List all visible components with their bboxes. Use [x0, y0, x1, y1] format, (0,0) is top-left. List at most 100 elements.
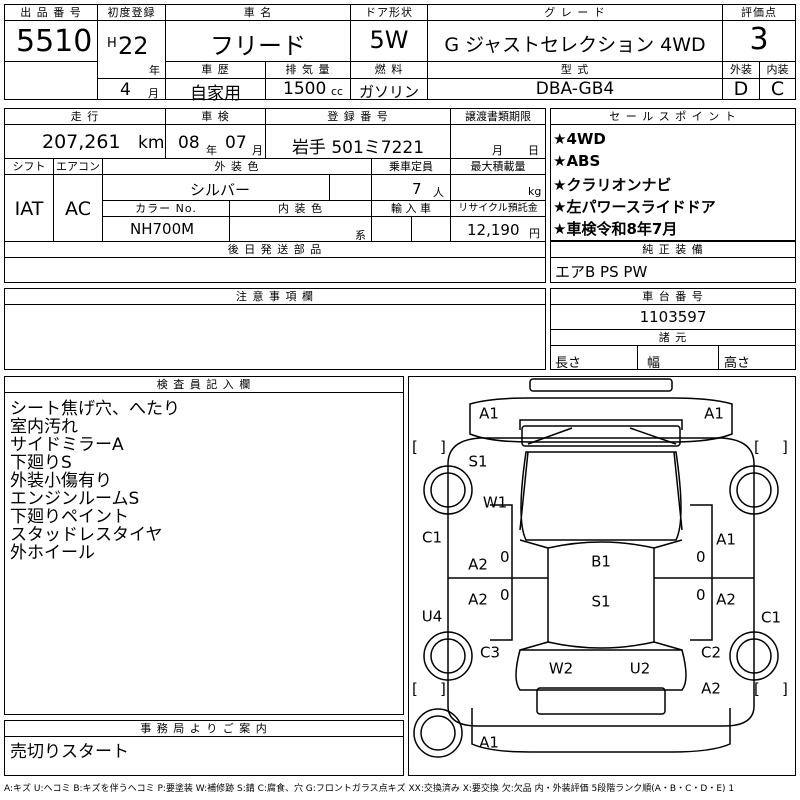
diagram-frame [408, 376, 796, 776]
inspector-line: 下廻りペイント [10, 507, 129, 527]
sales-point-item: ★クラリオンナビ [553, 176, 672, 194]
plate-label: 登 録 番 号 [265, 108, 451, 125]
sales-point-item: ★車検令和8年7月 [553, 220, 678, 238]
transfer-day-unit: 日 [528, 144, 539, 157]
width-label: 幅 [647, 356, 661, 371]
inspector-line: 外ホイール [10, 543, 95, 563]
capacity: 7 [412, 180, 422, 198]
lot-number: 5510 [16, 24, 93, 59]
reg-year-unit: 年 [149, 64, 160, 77]
inspection-label: 車 検 [165, 108, 266, 125]
inspector-line: 下廻りS [10, 453, 72, 473]
load-unit: kg [528, 185, 542, 198]
dims-height-box [718, 345, 796, 370]
plate: 岩手 501ミ7221 [291, 138, 425, 158]
import-divider [411, 216, 451, 242]
recycle-unit: 円 [529, 227, 540, 240]
inspector-line: 外装小傷有り [10, 471, 112, 491]
transfer-label: 譲渡書類期限 [450, 108, 546, 125]
first-reg-label: 初度登録 [97, 4, 166, 21]
lot-number-sub [4, 61, 98, 100]
reg-month: 4 [120, 80, 131, 100]
interior-grade-box [759, 78, 796, 100]
interior-color-box [229, 216, 372, 242]
exterior-grade-label: 外装 [722, 61, 760, 79]
notes-label: 注 意 事 項 欄 [4, 288, 546, 305]
car-name-label: 車 名 [165, 4, 351, 21]
load-label: 最大積載量 [450, 158, 546, 175]
notes-box [4, 304, 546, 370]
sales-point-item: ★4WD [553, 130, 606, 148]
recycle-fee: 12,190 [467, 221, 520, 239]
inspection-year: 08 [178, 133, 200, 153]
grade-label: グ レ ー ド [427, 4, 723, 21]
inspection-month-unit: 月 [252, 144, 263, 157]
inspector-line: 室内汚れ [10, 417, 78, 437]
chassis-value: 1103597 [639, 308, 707, 326]
model-code-label: 型 式 [427, 61, 723, 79]
color-code: NH700M [130, 220, 195, 238]
mileage-box [4, 124, 166, 159]
model-code: DBA-GB4 [535, 79, 615, 99]
exterior-grade: D [733, 78, 749, 100]
chassis-box [550, 304, 796, 330]
inspector-box [4, 392, 404, 715]
grade: G ジャストセレクション 4WD [444, 34, 706, 56]
mileage-unit: km [138, 133, 165, 153]
reg-year: 22 [118, 32, 149, 60]
capacity-unit: 人 [433, 186, 444, 199]
recycle-label: リサイクル預託金 [450, 200, 546, 217]
score-label: 評価点 [722, 4, 796, 21]
parts-label: 後 日 発 送 部 品 [4, 241, 546, 258]
exterior-color: シルバー [190, 181, 251, 199]
dims-label: 諸 元 [550, 329, 796, 346]
color-code-label: カラー No. [102, 200, 230, 217]
door-type: 5W [369, 26, 409, 54]
score: 3 [749, 22, 769, 57]
interior-color-unit: 系 [355, 229, 366, 242]
fuel: ガソリン [358, 83, 419, 101]
fuel-label: 燃 料 [350, 61, 428, 79]
history-label: 車 歴 [165, 61, 266, 79]
history: 自家用 [190, 84, 241, 104]
dims-width-box [637, 345, 719, 370]
sales-point-item: ★ABS [553, 152, 601, 170]
office-label: 事 務 局 よ り ご 案 内 [4, 720, 404, 737]
inspection-year-unit: 年 [206, 144, 217, 157]
import-label: 輸 入 車 [371, 200, 451, 217]
displacement-label: 排 気 量 [265, 61, 351, 79]
exterior-color-label: 外 装 色 [102, 158, 372, 175]
length-label: 長さ [555, 356, 582, 371]
reg-era: H [107, 36, 117, 51]
capacity-box [371, 174, 451, 201]
inspector-line: スタッドレスタイヤ [10, 525, 163, 545]
shift-label: シフト [4, 158, 54, 175]
height-label: 高さ [724, 356, 751, 371]
interior-grade-label: 内装 [759, 61, 796, 79]
interior-color-label: 内 装 色 [229, 200, 372, 217]
mileage-label: 走 行 [4, 108, 166, 125]
door-label: ドア形状 [350, 4, 428, 21]
equipment-label: 純 正 装 備 [550, 241, 796, 258]
legend: A:キズ U:ヘコミ B:キズを伴うヘコミ P:要塗装 W:補修跡 S:錆 C:… [4, 784, 735, 794]
exterior-color-divider [329, 174, 372, 201]
displacement: 1500 [283, 79, 327, 99]
inspector-label: 検 査 員 記 入 欄 [4, 376, 404, 393]
office-message: 売切りスタート [10, 742, 129, 762]
color-code-box [102, 216, 230, 242]
inspector-line: シート焦げ穴、へたり [10, 399, 180, 419]
sales-point-item: ★左パワースライドドア [553, 198, 716, 216]
parts-box [4, 257, 546, 283]
mileage: 207,261 [42, 131, 121, 153]
shift: IAT [14, 198, 44, 220]
equipment-box [550, 257, 796, 283]
dims-length-box [550, 345, 638, 370]
equipment-value: エアB PS PW [555, 263, 648, 281]
displacement-unit: cc [331, 85, 344, 98]
car-name: フリード [210, 32, 306, 60]
chassis-label: 車 台 番 号 [550, 288, 796, 305]
lot-number-label: 出 品 番 号 [4, 4, 98, 21]
transfer-month-unit: 月 [492, 144, 503, 157]
office-box [4, 736, 404, 776]
inspection-month: 07 [225, 133, 247, 153]
